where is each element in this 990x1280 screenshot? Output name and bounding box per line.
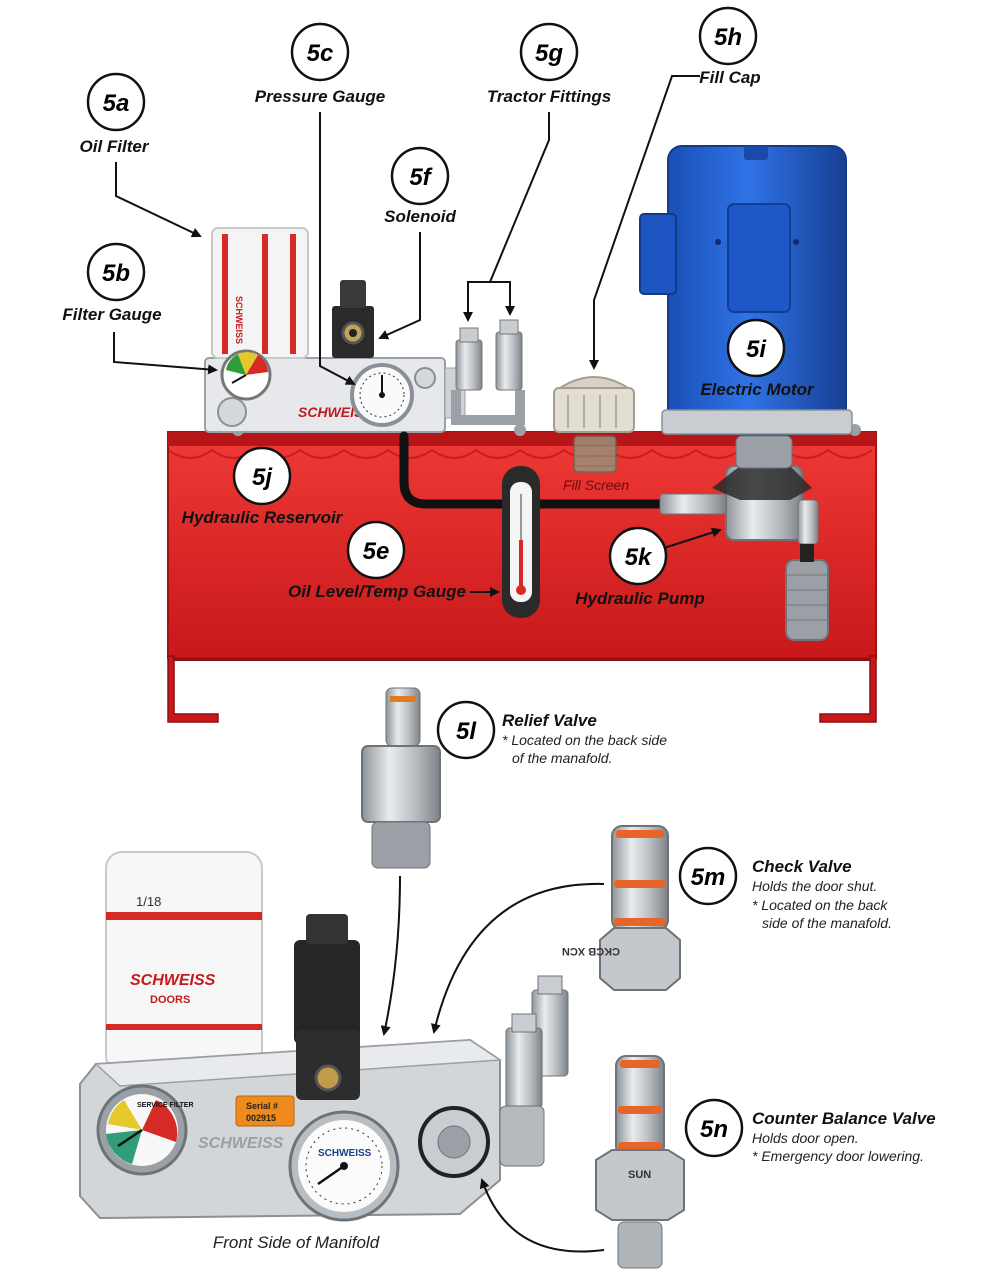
- callout-5l-note2: of the manafold.: [512, 750, 612, 766]
- lower-filter-brand-sub: DOORS: [150, 994, 190, 1006]
- callout-5c-id: 5c: [307, 40, 334, 67]
- callout-5g: 5g Tractor Fittings: [487, 22, 611, 106]
- callout-5m-note2: * Located on the back: [752, 897, 888, 913]
- callout-5a-label: Oil Filter: [80, 137, 150, 156]
- serial-label: Serial #: [246, 1101, 278, 1111]
- relief-valve: [361, 687, 441, 869]
- filter-gauge: [220, 349, 272, 401]
- fill-screen: [573, 435, 617, 473]
- check-valve: CKCB XCN: [562, 825, 681, 991]
- callout-5m: 5m Check Valve Holds the door shut. * Lo…: [678, 846, 892, 931]
- callout-5m-note3: side of the manafold.: [762, 915, 892, 931]
- callout-5h-id: 5h: [714, 24, 742, 51]
- callout-5n-label: Counter Balance Valve: [752, 1109, 936, 1128]
- electric-motor: [639, 145, 853, 435]
- front-manifold: 1/18 SCHWEISS DOORS SERVICE FILTER Seria…: [79, 851, 569, 1222]
- hydraulic-pump: [659, 435, 829, 641]
- callout-5f-label: Solenoid: [384, 207, 456, 226]
- arrow-5m: [430, 882, 605, 1034]
- callout-5e-label: Oil Level/Temp Gauge: [288, 582, 466, 601]
- callout-5e-id: 5e: [363, 538, 390, 565]
- counter-balance-marking: SUN: [628, 1169, 651, 1181]
- filter-label: 1/18: [136, 894, 161, 909]
- manifold-brand: SCHWEISS: [198, 1135, 284, 1152]
- arrow-5a: [115, 162, 202, 238]
- callout-5g-label: Tractor Fittings: [487, 87, 611, 106]
- callout-5j: 5j Hydraulic Reservoir: [182, 446, 344, 527]
- callout-5m-note1: Holds the door shut.: [752, 878, 877, 894]
- callout-5l-note1: * Located on the back side: [502, 732, 667, 748]
- callout-5k-id: 5k: [625, 544, 653, 571]
- callout-5m-label: Check Valve: [752, 857, 852, 876]
- callout-5j-label: Hydraulic Reservoir: [182, 508, 344, 527]
- oil-level-temp-gauge: [502, 466, 540, 618]
- callout-5c-label: Pressure Gauge: [255, 87, 385, 106]
- callout-5h-label: Fill Cap: [699, 68, 760, 87]
- callout-5l: 5l Relief Valve * Located on the back si…: [436, 700, 667, 766]
- oil-filter-top: SCHWEISS: [211, 227, 309, 359]
- arrow-5c: [319, 112, 356, 385]
- fill-screen-label: Fill Screen: [563, 477, 629, 493]
- arrow-5b: [113, 332, 218, 375]
- arrow-5l: [380, 875, 401, 1036]
- service-filter-text: SERVICE FILTER: [137, 1102, 194, 1109]
- fill-cap: [553, 376, 635, 433]
- gauge-brand: SCHWEISS: [318, 1148, 372, 1159]
- arrow-5g-branch: [490, 281, 515, 316]
- pressure-gauge: [350, 363, 414, 427]
- arrow-5g: [463, 112, 550, 322]
- arrow-5f: [378, 232, 421, 340]
- callout-5i-id: 5i: [746, 336, 767, 363]
- callout-5n-note2: * Emergency door lowering.: [752, 1148, 924, 1164]
- leader-lines: [113, 75, 722, 1253]
- top-filter-brand: SCHWEISS: [234, 296, 244, 344]
- callout-5a-id: 5a: [103, 90, 130, 117]
- counter-balance-valve: SUN: [595, 1055, 685, 1269]
- callout-5g-id: 5g: [535, 40, 563, 67]
- tractor-fittings-top: [451, 319, 525, 425]
- callout-5k: 5k Hydraulic Pump: [575, 526, 705, 608]
- callout-5b-id: 5b: [102, 260, 130, 287]
- callout-5m-id: 5m: [691, 864, 726, 891]
- callout-5l-label: Relief Valve: [502, 711, 597, 730]
- callout-5a: 5a Oil Filter: [80, 72, 150, 156]
- callout-5n-id: 5n: [700, 1116, 728, 1143]
- callout-5i: 5i Electric Motor: [700, 318, 815, 399]
- callout-5n-note1: Holds door open.: [752, 1130, 859, 1146]
- solenoid: [332, 280, 374, 358]
- callout-5e: 5e Oil Level/Temp Gauge: [288, 520, 466, 601]
- callout-5b-label: Filter Gauge: [62, 305, 161, 324]
- callout-5f-id: 5f: [409, 164, 432, 191]
- callout-5h: 5h Fill Cap: [698, 6, 761, 87]
- callout-5l-id: 5l: [456, 718, 477, 745]
- callout-5i-label: Electric Motor: [700, 380, 815, 399]
- callout-5k-label: Hydraulic Pump: [575, 589, 704, 608]
- callout-5b: 5b Filter Gauge: [62, 242, 162, 324]
- arrow-5k: [663, 527, 722, 549]
- callout-5j-id: 5j: [252, 464, 273, 491]
- callout-5f: 5f Solenoid: [384, 146, 457, 226]
- serial-number: 002915: [246, 1113, 276, 1123]
- arrow-5n: [479, 1178, 605, 1253]
- callout-5n: 5n Counter Balance Valve Holds door open…: [684, 1098, 936, 1164]
- arrow-5h: [589, 75, 700, 370]
- return-line: [399, 431, 675, 509]
- front-side-caption: Front Side of Manifold: [213, 1233, 380, 1252]
- lower-filter-brand: SCHWEISS: [130, 972, 216, 989]
- check-valve-marking: CKCB XCN: [562, 945, 620, 957]
- callout-5c: 5c Pressure Gauge: [255, 22, 385, 106]
